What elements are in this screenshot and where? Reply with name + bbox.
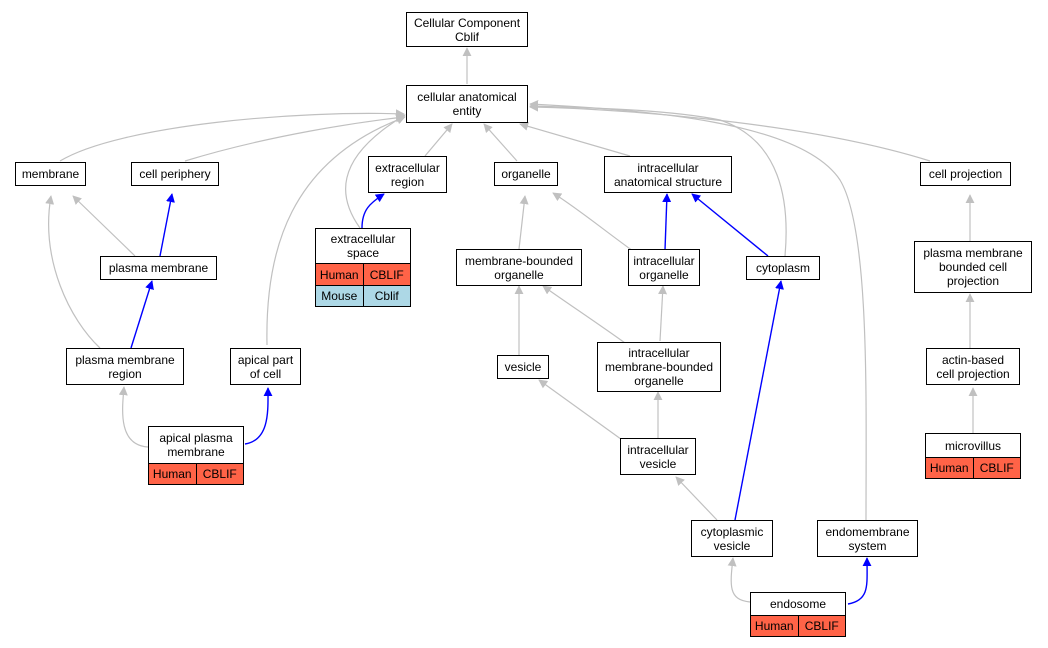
edge-plasma-membrane-to-cell-periphery: [159, 193, 175, 257]
node-plasma-membrane-region[interactable]: plasma membrane region: [66, 348, 184, 385]
edge-endosome-to-endomembrane: [847, 557, 872, 605]
edge-io-to-ias: [662, 193, 672, 251]
edge-organelle-to-cae: [483, 123, 518, 162]
species-cell: Human: [754, 619, 794, 633]
species-cell: Human: [319, 267, 359, 282]
species-row-human: Human CBLIF: [316, 263, 410, 285]
edge-mbo-to-organelle: [518, 195, 529, 250]
node-actin-based-cell-projection[interactable]: actin-based cell projection: [926, 348, 1020, 385]
node-apical-part-of-cell[interactable]: apical part of cell: [230, 348, 301, 385]
node-intracellular-anatomical-structure[interactable]: intracellular anatomical structure: [604, 156, 732, 193]
gene-cell: CBLIF: [972, 458, 1021, 478]
edge-extracellular-region-to-cae: [424, 123, 453, 157]
gene-cell: CBLIF: [195, 464, 244, 484]
edge-endomembrane-to-cae: [529, 99, 867, 521]
apical-plasma-membrane-label: apical plasma membrane: [159, 431, 233, 459]
species-row-mouse: Mouse Cblif: [316, 285, 410, 306]
microvillus-label: microvillus: [944, 438, 1001, 453]
species-cell: Human: [152, 467, 192, 481]
node-cell-periphery[interactable]: cell periphery: [131, 162, 219, 186]
edge-endosome-to-cv: [727, 557, 751, 603]
edge-plasma-membrane-to-membrane: [72, 195, 136, 257]
edge-cv-to-cytoplasm: [734, 280, 784, 521]
edge-imbo-to-io: [658, 285, 668, 342]
node-cellular-component-cblif[interactable]: Cellular Component Cblif: [406, 12, 528, 47]
species-cell: Human: [929, 461, 969, 475]
edge-apm-to-apical-part: [244, 387, 273, 445]
node-apical-plasma-membrane[interactable]: apical plasma membrane Human CBLIF: [148, 426, 244, 485]
node-organelle[interactable]: organelle: [494, 162, 558, 186]
edge-imbo-to-mbo: [542, 285, 626, 344]
node-intracellular-organelle[interactable]: intracellular organelle: [628, 249, 700, 286]
edge-extracellular-space-to-cae: [345, 114, 406, 229]
node-pm-bounded-cell-projection[interactable]: plasma membrane bounded cell projection: [914, 241, 1032, 293]
node-cellular-anatomical-entity[interactable]: cellular anatomical entity: [406, 85, 528, 123]
edge-cytoplasm-to-ias: [691, 193, 769, 257]
node-cytoplasmic-vesicle[interactable]: cytoplasmic vesicle: [691, 520, 773, 557]
node-endomembrane-system[interactable]: endomembrane system: [817, 520, 918, 557]
species-row-human: Human CBLIF: [149, 463, 243, 484]
node-microvillus[interactable]: microvillus Human CBLIF: [925, 433, 1021, 479]
edge-io-to-organelle: [552, 192, 641, 257]
node-intracellular-mb-organelle[interactable]: intracellular membrane-bounded organelle: [597, 342, 721, 392]
species-cell: Mouse: [321, 289, 358, 303]
node-cytoplasm[interactable]: cytoplasm: [746, 256, 820, 280]
species-row-human: Human CBLIF: [751, 615, 845, 636]
node-plasma-membrane[interactable]: plasma membrane: [100, 256, 217, 280]
node-vesicle[interactable]: vesicle: [497, 355, 549, 379]
node-membrane[interactable]: membrane: [15, 162, 86, 186]
gene-cell: CBLIF: [362, 264, 411, 285]
edge-cell-periphery-to-cae: [184, 113, 405, 162]
edge-cv-to-iv: [675, 476, 718, 521]
node-membrane-bounded-organelle[interactable]: membrane-bounded organelle: [456, 249, 582, 286]
endosome-label: endosome: [769, 597, 827, 611]
gene-cell: Cblif: [362, 286, 411, 306]
edge-iv-to-vesicle: [538, 379, 626, 443]
node-endosome[interactable]: endosome Human CBLIF: [750, 592, 846, 637]
edge-ias-to-cae: [519, 121, 631, 157]
node-cell-projection[interactable]: cell projection: [920, 162, 1011, 186]
edge-apical-part-to-cae: [266, 115, 406, 346]
node-extracellular-space[interactable]: extracellular space Human CBLIF Mouse Cb…: [315, 228, 411, 307]
node-intracellular-vesicle[interactable]: intracellular vesicle: [620, 438, 696, 475]
edge-extracellular-space-to-region: [361, 193, 385, 229]
edge-membrane-to-cae: [59, 109, 405, 162]
edge-pmr-to-plasma-membrane: [130, 280, 154, 349]
node-extracellular-region[interactable]: extracellular region: [368, 156, 447, 193]
edge-pmr-to-membrane: [45, 195, 101, 349]
species-row-human: Human CBLIF: [926, 457, 1020, 478]
gene-cell: CBLIF: [797, 616, 846, 636]
edge-cell-projection-to-cae: [529, 102, 931, 162]
extracellular-space-label: extracellular space: [330, 232, 396, 260]
edge-apm-to-pmr: [118, 386, 149, 448]
